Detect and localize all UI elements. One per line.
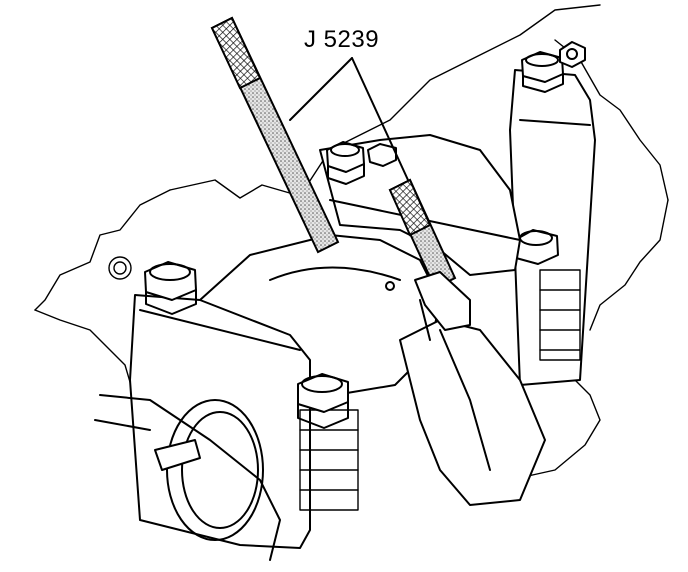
oil-hole: [385, 281, 395, 291]
tool-callout-label: J 5239: [304, 26, 380, 53]
front-bearing-cap: [129, 294, 359, 549]
cap-bolt-front-left: [144, 261, 197, 315]
cap-bolt-rear-mid: [514, 229, 559, 265]
journal-key: [154, 439, 201, 471]
cap-bolt-middle-right: [367, 143, 397, 167]
nut-rear-corner: [559, 41, 586, 68]
guide-rod-long: [210, 16, 340, 254]
rear-bearing-cap: [509, 69, 596, 386]
rod-lower-section: [399, 299, 546, 506]
guide-rod-short: [388, 178, 471, 331]
cap-bolt-middle: [326, 141, 365, 185]
rod-adapter: [414, 271, 471, 331]
crankshaft-journal: [94, 394, 281, 561]
block-hole: [113, 261, 127, 275]
cap-bolt-front-right: [297, 373, 349, 429]
callout-leader-lines: [289, 57, 409, 181]
cap-bolt-rear-top: [521, 51, 564, 93]
